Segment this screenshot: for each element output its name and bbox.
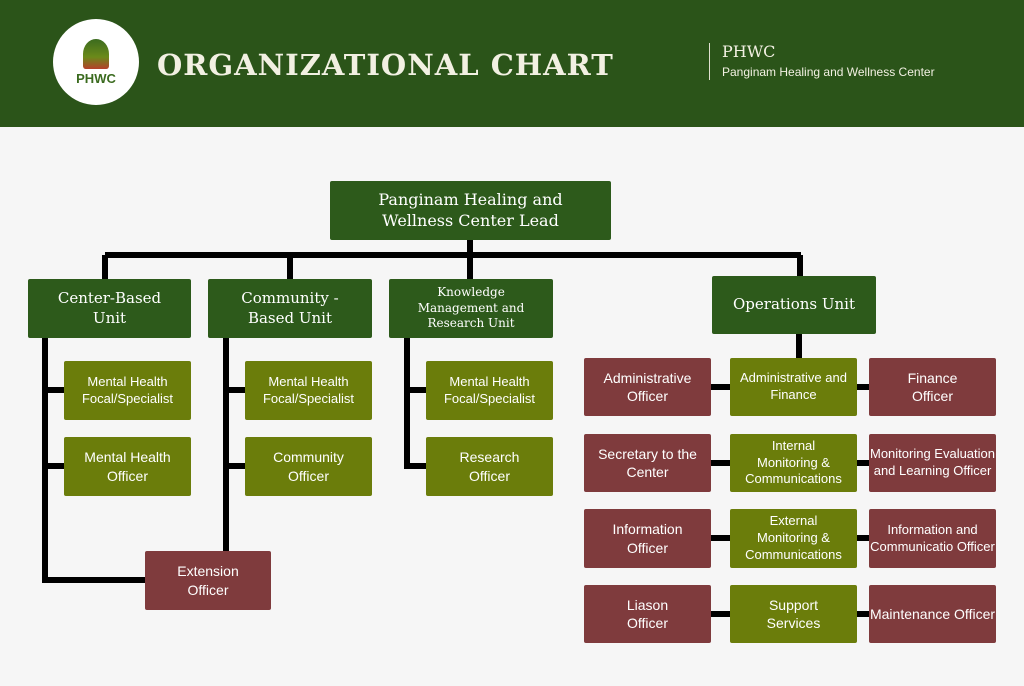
lead-box: Panginam Healing and Wellness Center Lea… — [330, 181, 611, 240]
km-research-unit: Knowledge Management and Research Unit — [389, 279, 553, 338]
phwc-logo: PHWC — [53, 19, 139, 105]
header-banner: PHWC ORGANIZATIONAL CHART PHWC Panginam … — [0, 0, 1024, 127]
operations-unit: Operations Unit — [712, 276, 876, 334]
ops-center-box: Internal Monitoring & Communications — [730, 434, 857, 492]
ops-left-box: Secretary to the Center — [584, 434, 711, 492]
community-officer-box: Community Officer — [245, 437, 372, 496]
ops-left-box: Administrative Officer — [584, 358, 711, 416]
logo-text: PHWC — [76, 70, 116, 86]
ops-right-box: Information and Communicatio Officer — [869, 509, 996, 568]
ops-center-box: External Monitoring & Communications — [730, 509, 857, 568]
ops-center-box: Support Services — [730, 585, 857, 643]
research-officer-box: Research Officer — [426, 437, 553, 496]
org-abbreviation: PHWC — [722, 42, 776, 61]
mental-health-focal-box: Mental Health Focal/Specialist — [64, 361, 191, 420]
ops-left-box: Information Officer — [584, 509, 711, 568]
org-name: Panginam Healing and Wellness Center — [722, 65, 935, 79]
ops-right-box: Monitoring Evaluation and Learning Offic… — [869, 434, 996, 492]
community-based-unit: Community - Based Unit — [208, 279, 372, 338]
ops-center-box: Administrative and Finance — [730, 358, 857, 416]
divider — [709, 43, 710, 80]
page-title: ORGANIZATIONAL CHART — [157, 48, 614, 82]
ops-left-box: Liason Officer — [584, 585, 711, 643]
mental-health-officer-box: Mental Health Officer — [64, 437, 191, 496]
leaf-icon — [83, 38, 109, 69]
ops-right-box: Maintenance Officer — [869, 585, 996, 643]
extension-officer-box: Extension Officer — [145, 551, 271, 610]
mental-health-focal-box: Mental Health Focal/Specialist — [245, 361, 372, 420]
ops-right-box: Finance Officer — [869, 358, 996, 416]
mental-health-focal-box: Mental Health Focal/Specialist — [426, 361, 553, 420]
center-based-unit: Center-Based Unit — [28, 279, 191, 338]
